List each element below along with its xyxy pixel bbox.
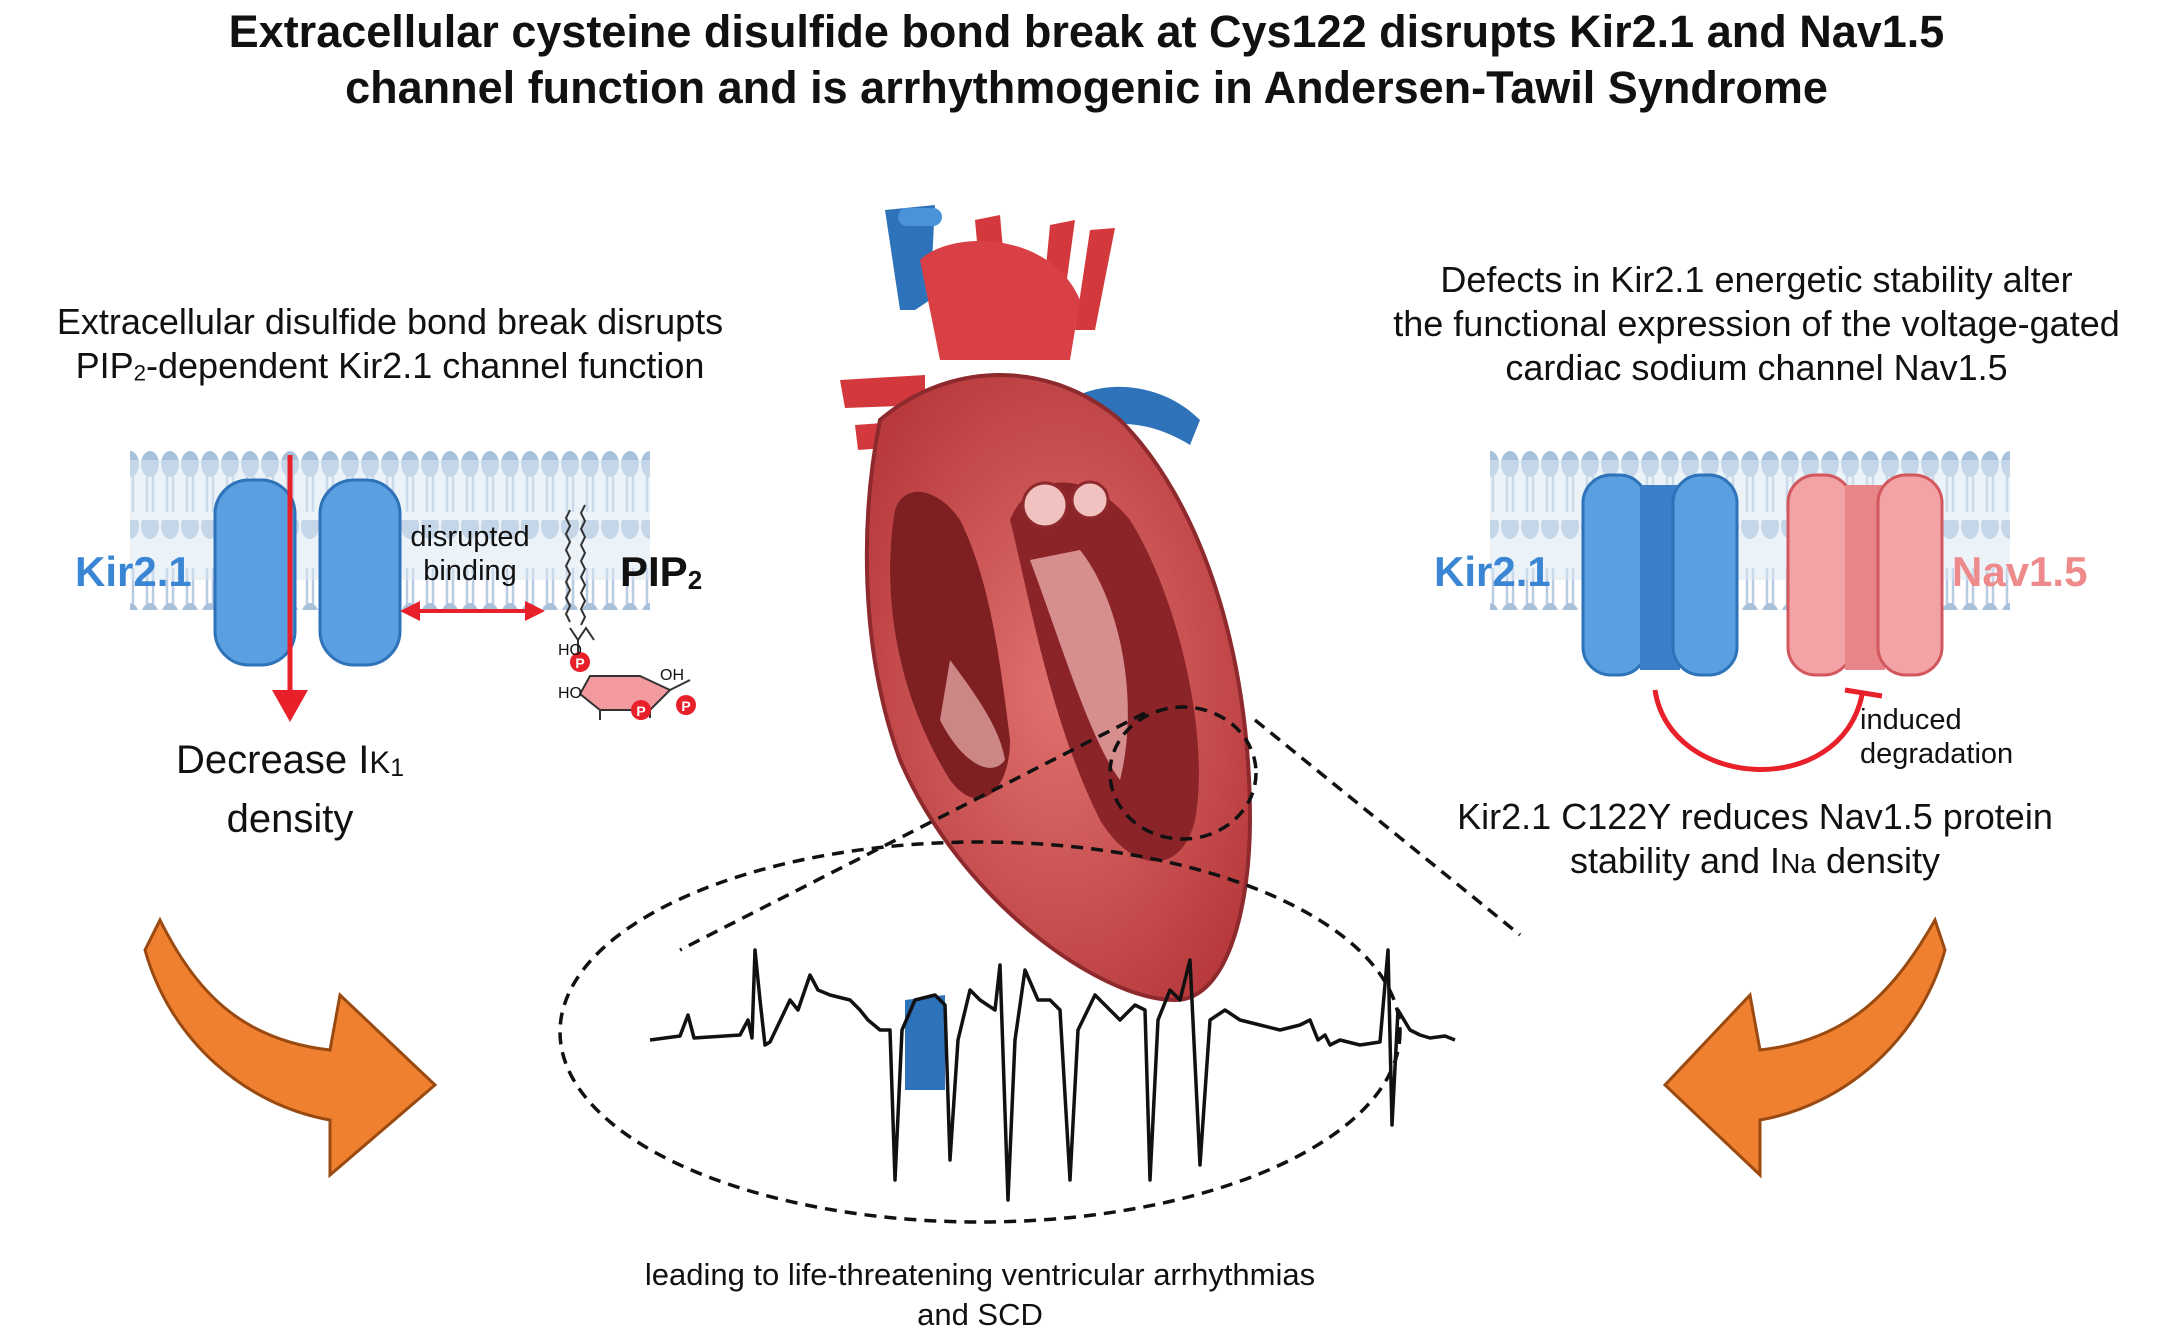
right-heading-line-3: cardiac sodium channel Nav1.5 [1505,347,2008,388]
left-effect-label: Decrease IK1 density [175,738,405,841]
bottom-caption: leading to life-threatening ventricular … [644,1257,1316,1332]
kir21-channel-left [213,478,402,667]
left-kir21-label: Kir2.1 [75,548,192,595]
ho-top-label: HO [558,642,582,659]
left-heading: Extracellular disulfide bond break disru… [0,300,780,396]
induced-degradation-arc [1652,687,1883,772]
left-heading-line-2: PIP2-dependent Kir2.1 channel function [75,345,705,386]
zoom-region [558,705,1522,1224]
ho-bottom-label: HO [558,685,582,702]
right-effect-label: Kir2.1 C122Y reduces Nav1.5 protein stab… [1457,796,2053,881]
right-kir21-label: Kir2.1 [1434,548,1551,595]
disrupted-binding-arrow [400,601,545,621]
disrupted-binding-label: disrupted binding [410,521,530,587]
phosphate-3-label: P [681,698,690,714]
induced-degradation-label: induced degradation [1860,704,2014,770]
figure-title: Extracellular cysteine disulfide bond br… [0,4,2173,116]
right-heading: Defects in Kir2.1 energetic stability al… [1340,258,2173,390]
kir21-channel-right [1581,473,1739,677]
nav15-channel [1786,473,1944,677]
phosphate-1-label: P [575,655,584,671]
left-heading-line-1: Extracellular disulfide bond break disru… [56,301,724,342]
right-heading-line-2: the functional expression of the voltage… [1393,303,2120,344]
title-line-2: channel function and is arrhythmogenic i… [345,62,1828,113]
right-heading-line-1: Defects in Kir2.1 energetic stability al… [1440,259,2073,300]
title-line-1: Extracellular cysteine disulfide bond br… [228,6,1945,57]
pip2-label: PIP2 [620,548,703,596]
nav15-label: Nav1.5 [1952,548,2088,595]
ecg-trace [649,948,1456,1202]
phosphate-2-label: P [636,703,645,719]
ik1-decrease-arrow [272,455,308,722]
heart-illustration [840,205,1253,1090]
right-orange-arrow [1662,916,1947,1179]
pip2-molecule: P P P HO HO OH [558,504,696,720]
left-orange-arrow [143,916,438,1179]
oh-label: OH [660,667,684,684]
